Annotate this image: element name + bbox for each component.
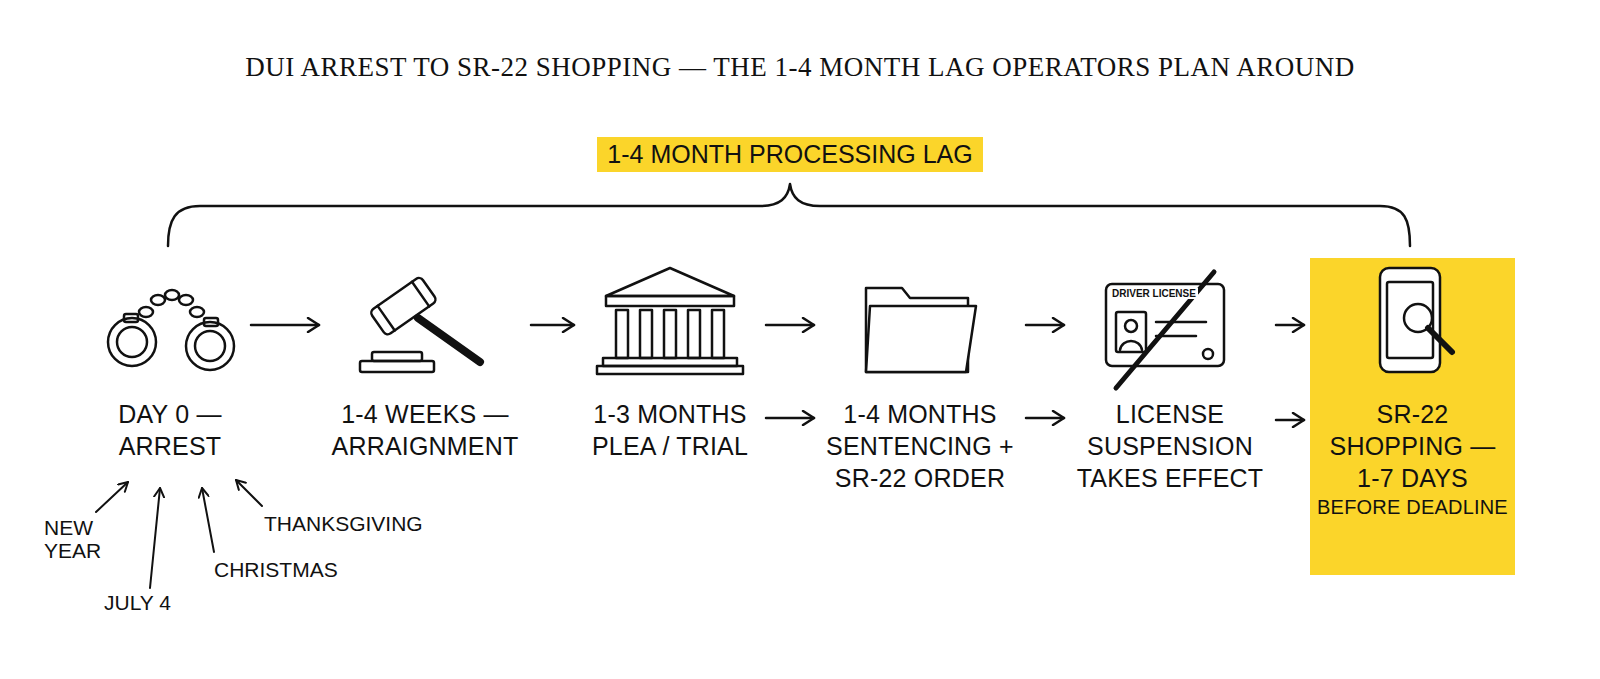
- courthouse-icon: [597, 268, 743, 374]
- step-note: BEFORE DEADLINE: [1316, 496, 1509, 519]
- flow-arrow: [1276, 419, 1304, 422]
- holiday-label: NEW YEAR: [44, 516, 122, 562]
- flow-arrow: [1026, 417, 1064, 420]
- license-card-icon: [1106, 272, 1224, 388]
- gavel-icon: [360, 276, 480, 372]
- diagram-title: DUI ARREST TO SR-22 SHOPPING — THE 1-4 M…: [245, 52, 1355, 83]
- step-label: 1-4 MONTHS SENTENCING + SR-22 ORDER: [826, 398, 1014, 494]
- flow-arrow: [1276, 324, 1304, 327]
- holiday-label: THANKSGIVING: [264, 512, 423, 535]
- timeline-step: DAY 0 — ARREST: [95, 262, 245, 462]
- flow-arrow: [766, 324, 814, 327]
- timeline-step: 1-4 WEEKS — ARRAIGNMENT: [325, 262, 525, 462]
- handcuffs-icon: [108, 290, 234, 370]
- lag-highlight-label: 1-4 MONTH PROCESSING LAG: [597, 137, 982, 172]
- folder-icon: [866, 288, 976, 372]
- timeline-step: 1-3 MONTHS PLEA / TRIAL: [580, 262, 760, 462]
- step-label: LICENSE SUSPENSION TAKES EFFECT: [1076, 398, 1264, 494]
- flow-arrow: [251, 324, 319, 327]
- step-label: DAY 0 — ARREST: [101, 398, 239, 462]
- phone-search-icon: [1380, 268, 1452, 372]
- step-label: SR-22 SHOPPING — 1-7 DAYS: [1316, 398, 1509, 494]
- highlight-step-box: SR-22 SHOPPING — 1-7 DAYSBEFORE DEADLINE: [1310, 258, 1515, 575]
- brace: [168, 184, 1410, 246]
- step-label: 1-3 MONTHS PLEA / TRIAL: [586, 398, 754, 462]
- flow-arrow: [531, 324, 574, 327]
- flow-arrow: [1026, 324, 1064, 327]
- flow-arrow: [766, 417, 814, 420]
- holiday-label: CHRISTMAS: [214, 558, 338, 581]
- step-label: 1-4 WEEKS — ARRAIGNMENT: [331, 398, 519, 462]
- timeline-step: 1-4 MONTHS SENTENCING + SR-22 ORDER: [820, 262, 1020, 494]
- holiday-label: JULY 4: [104, 591, 171, 614]
- card-caption: DRIVER LICENSE: [1110, 288, 1198, 299]
